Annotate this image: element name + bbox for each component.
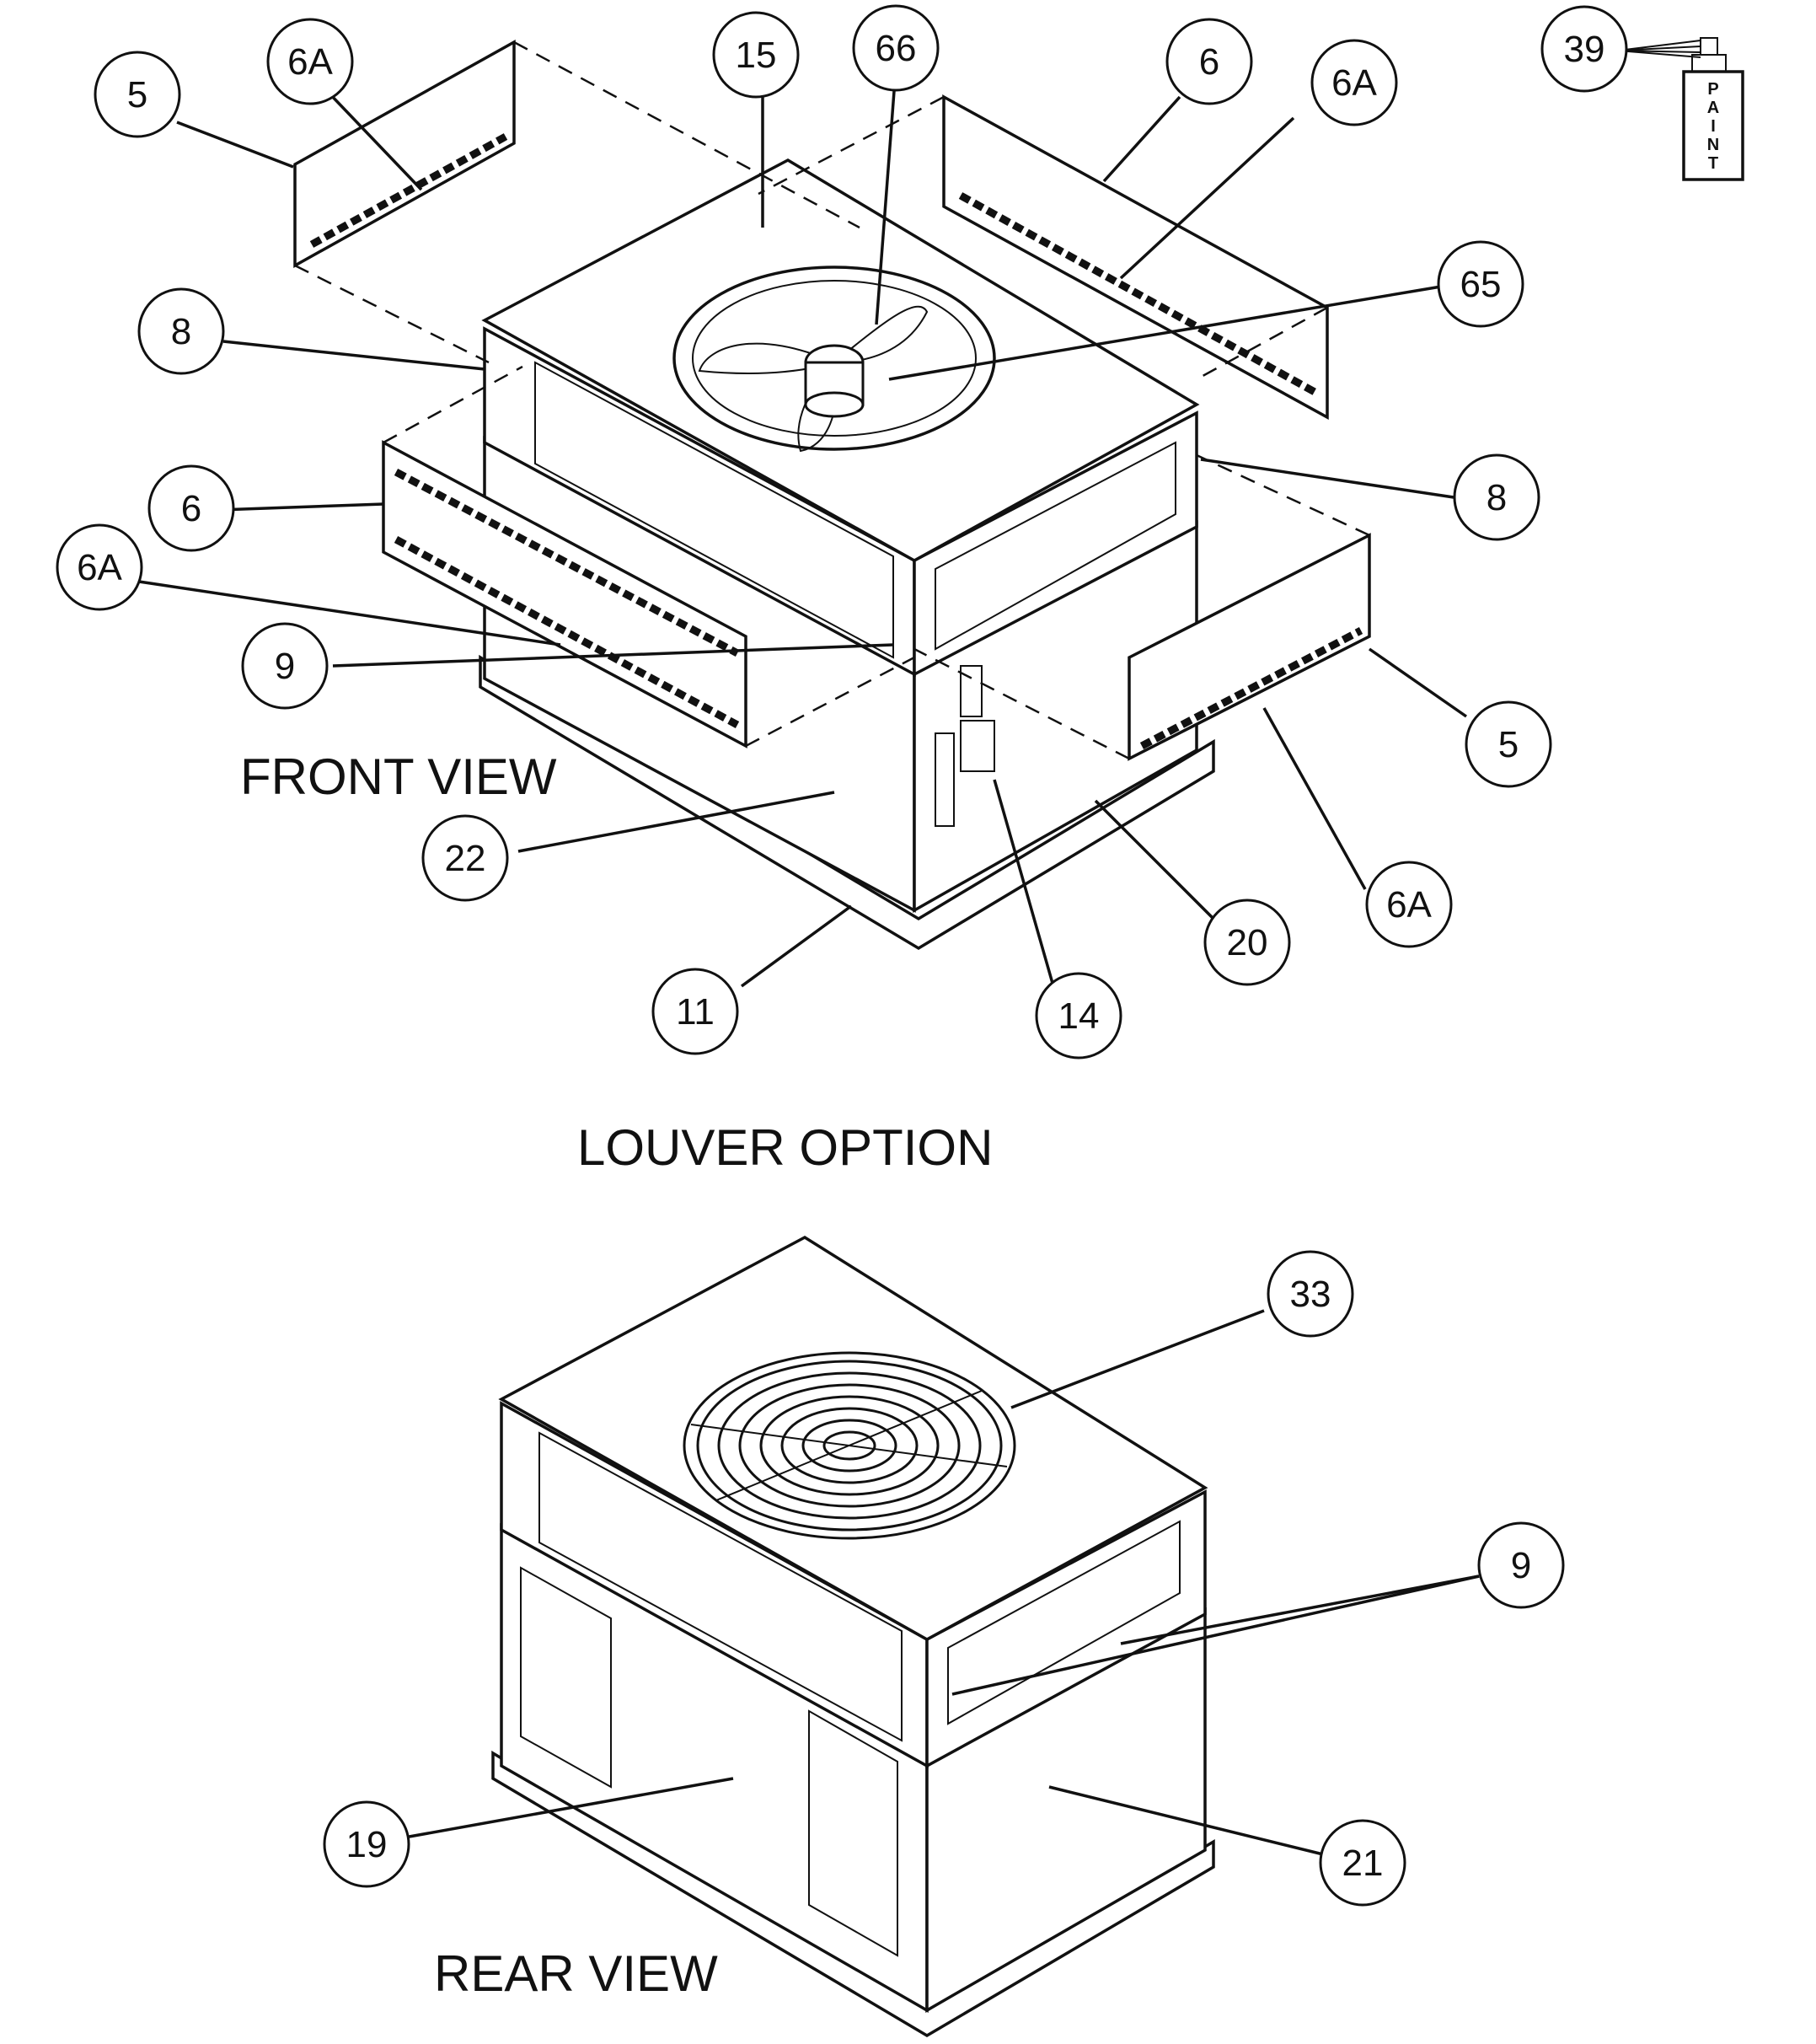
louver-panels — [293, 40, 1371, 761]
svg-text:66: 66 — [876, 28, 917, 69]
callout-6a-top-right: 6A — [1310, 39, 1398, 126]
callout-39: 39 — [1540, 5, 1628, 93]
svg-text:14: 14 — [1058, 995, 1100, 1037]
svg-text:22: 22 — [445, 838, 486, 879]
svg-text:19: 19 — [346, 1824, 388, 1865]
callout-6-top-right: 6 — [1165, 18, 1253, 105]
callout-65: 65 — [1437, 240, 1524, 328]
rear-view-caption: REAR VIEW — [434, 1945, 718, 2002]
svg-text:6: 6 — [181, 488, 201, 529]
svg-text:6A: 6A — [77, 547, 122, 588]
callout-33: 33 — [1267, 1250, 1354, 1338]
callout-6-left: 6 — [147, 464, 235, 552]
svg-text:15: 15 — [736, 35, 777, 76]
supply-duct-opening — [808, 1709, 898, 1957]
callout-5-left: 5 — [94, 51, 181, 138]
svg-text:8: 8 — [1487, 477, 1507, 518]
callout-8-left: 8 — [137, 287, 225, 375]
callout-11: 11 — [651, 968, 739, 1055]
svg-text:6A: 6A — [1331, 62, 1377, 104]
explode-guides — [294, 40, 1370, 760]
svg-text:9: 9 — [1511, 1545, 1531, 1586]
svg-text:6A: 6A — [1386, 884, 1432, 925]
svg-text:6: 6 — [1199, 41, 1219, 83]
callout-6a-right: 6A — [1365, 861, 1453, 948]
side-vent — [935, 732, 955, 827]
front-view-caption: FRONT VIEW — [240, 748, 557, 805]
svg-text:39: 39 — [1564, 29, 1605, 70]
callout-6a-top-left: 6A — [266, 18, 354, 105]
svg-text:5: 5 — [127, 74, 147, 115]
base-pan — [479, 654, 1215, 951]
svg-text:8: 8 — [171, 311, 191, 352]
condenser-fan-icon — [698, 305, 929, 453]
coil-side-inner — [935, 441, 1176, 651]
callout-14: 14 — [1035, 972, 1122, 1060]
louver-panel-top-right — [942, 94, 1329, 420]
svg-text:65: 65 — [1460, 264, 1502, 305]
svg-text:33: 33 — [1290, 1274, 1331, 1315]
callout-9-front: 9 — [241, 622, 329, 710]
svg-text:21: 21 — [1342, 1843, 1384, 1884]
callout-8-right: 8 — [1453, 453, 1540, 541]
callout-19: 19 — [323, 1800, 410, 1888]
rear-view-unit — [491, 1235, 1215, 2038]
front-view-unit — [479, 158, 1215, 951]
return-duct-opening — [520, 1566, 612, 1789]
rear-coil-side — [925, 1489, 1207, 1768]
svg-text:6A: 6A — [287, 41, 333, 83]
louver-panel-top-left — [293, 40, 516, 268]
svg-text:20: 20 — [1227, 922, 1268, 963]
callout-66: 66 — [852, 4, 940, 92]
callout-6a-left: 6A — [56, 523, 143, 611]
fan-guard-grille-icon — [683, 1351, 1016, 1540]
svg-text:11: 11 — [676, 991, 715, 1033]
callout-15: 15 — [712, 11, 800, 99]
louver-panel-front-right — [1128, 533, 1371, 761]
electrical-box — [960, 720, 995, 772]
callout-21: 21 — [1319, 1819, 1406, 1907]
callout-9-rear: 9 — [1477, 1521, 1565, 1609]
svg-text:9: 9 — [275, 646, 295, 687]
coil-front-inner — [534, 361, 894, 659]
louver-option-caption: LOUVER OPTION — [577, 1119, 993, 1176]
svg-text:5: 5 — [1498, 724, 1519, 765]
fan-orifice — [672, 266, 996, 451]
callout-22: 22 — [421, 814, 509, 902]
callout-20: 20 — [1203, 899, 1291, 986]
coil-side — [913, 410, 1198, 677]
leader-lines — [138, 79, 1480, 1856]
callout-5-right: 5 — [1465, 700, 1552, 788]
